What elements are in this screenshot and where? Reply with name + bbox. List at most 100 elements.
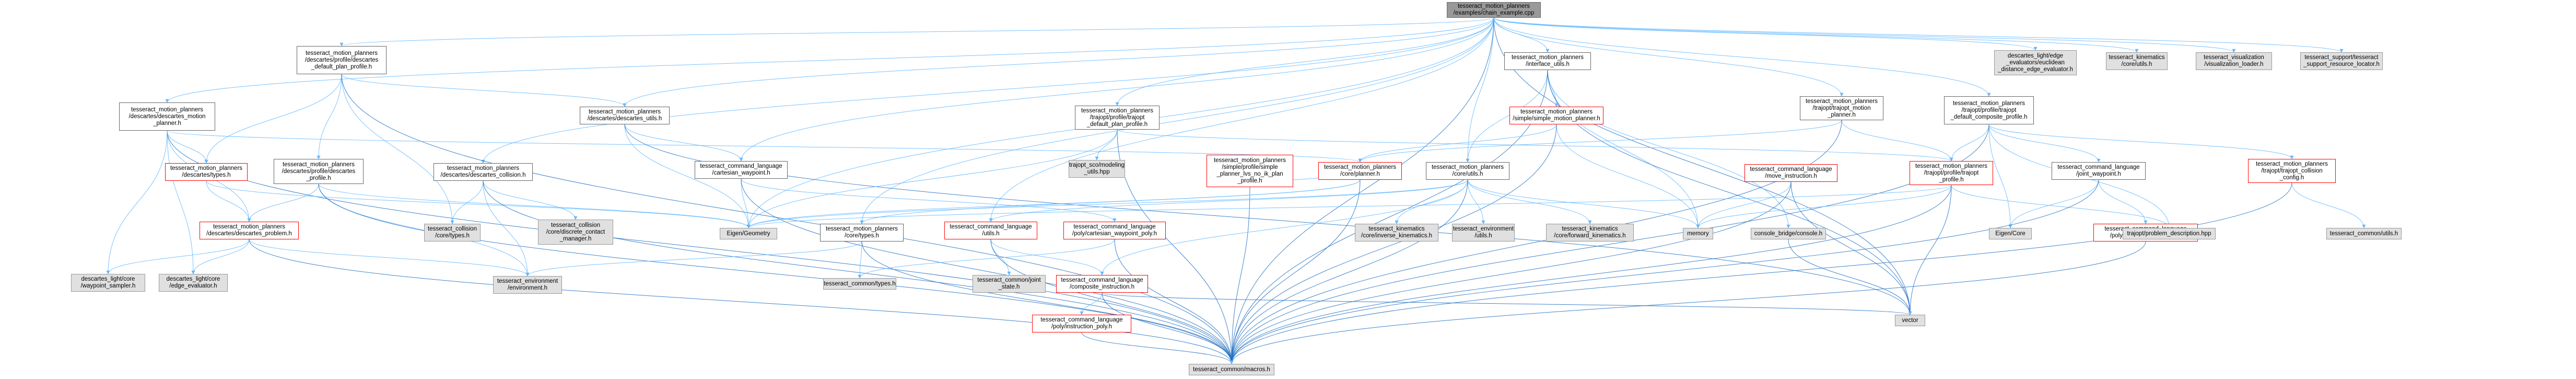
edge-cart_waypoint_poly-to-common_types: [858, 239, 1115, 279]
node-vector[interactable]: vector: [1895, 315, 1925, 326]
node-label-line: /trajopt/trajopt_motion: [1812, 105, 1871, 111]
node-label-line: tesseract_motion_planners: [1431, 164, 1504, 170]
edge-root-to-core_types: [860, 17, 1494, 224]
node-label-line: /core/inverse_kinematics.h: [1361, 233, 1433, 239]
edge-root-to-trajopt_default_plan: [1115, 17, 1494, 106]
node-label-line: _distance_edge_evaluator.h: [1998, 66, 2073, 73]
node-waypoint-sampler[interactable]: descartes_light/core/waypoint_sampler.h: [71, 274, 145, 292]
edge-desc_motion-to-edge_evaluator: [167, 130, 195, 274]
node-core-planner[interactable]: tesseract_motion_planners/core/planner.h: [1318, 162, 1402, 180]
node-coll-types[interactable]: tesseract_collision/core/types.h: [424, 224, 481, 242]
node-label-line: /core/discrete_contact: [546, 228, 605, 235]
node-label-line: /utils.h: [1474, 233, 1492, 239]
node-eigen-core[interactable]: Eigen/Core: [1989, 228, 2032, 239]
edge-root-to-res_locator: [1493, 17, 2344, 53]
node-label-line: _planner.h: [1828, 111, 1856, 118]
node-cl-utils[interactable]: tesseract_command_language/utils.h: [944, 222, 1037, 239]
edge-root-to-vector: [1493, 17, 1912, 315]
node-common-utils[interactable]: tesseract_common/utils.h: [2326, 228, 2402, 239]
node-label-line: _default_composite_profile.h: [1950, 113, 2028, 120]
edge-core_utils-to-eigen_geometry: [746, 179, 1468, 228]
edge-root-to-desc_utils: [623, 17, 1494, 107]
node-trajopt-collision-cfg[interactable]: tesseract_motion_planners/trajopt/trajop…: [2248, 159, 2336, 183]
node-root[interactable]: tesseract_motion_planners/examples/chain…: [1447, 2, 1541, 18]
node-desc-collision[interactable]: tesseract_motion_planners/descartes/desc…: [434, 163, 533, 181]
node-inverse-kin[interactable]: tesseract_kinematics/core/inverse_kinema…: [1355, 224, 1438, 242]
node-desc-types[interactable]: tesseract_motion_planners/descartes/type…: [165, 163, 248, 181]
node-edge-evaluator[interactable]: descartes_light/core/edge_evaluator.h: [159, 274, 228, 292]
node-coll-discrete[interactable]: tesseract_collision/core/discrete_contac…: [538, 220, 613, 245]
node-trajopt-default-plan[interactable]: tesseract_motion_planners/trajopt/profil…: [1075, 106, 1160, 130]
edge-desc_collision-to-coll_discrete: [483, 180, 578, 220]
node-label-line: tesseract_environment: [497, 278, 558, 284]
edge-desc_utils-to-vector: [624, 124, 1912, 315]
node-label-line: /visualization_loader.h: [2204, 61, 2264, 67]
edge-core_utils-to-memory: [1467, 179, 1700, 228]
node-forward-kin[interactable]: tesseract_kinematics/core/forward_kinema…: [1546, 224, 1634, 242]
node-console-bridge[interactable]: console_bridge/console.h: [1751, 228, 1826, 239]
node-core-types[interactable]: tesseract_motion_planners/core/types.h: [820, 224, 904, 242]
node-desc-motion[interactable]: tesseract_motion_planners/descartes/desc…: [119, 102, 215, 131]
node-env-environment[interactable]: tesseract_environment/environment.h: [493, 276, 562, 294]
node-trajopt-composite[interactable]: tesseract_motion_planners/trajopt/profil…: [1944, 96, 2034, 124]
edge-trajopt_collision_cfg-to-common_utils: [2291, 182, 2366, 228]
edge-desc_motion-to-waypoint_sampler: [106, 130, 168, 274]
node-desc-profile[interactable]: tesseract_motion_planners/descartes/prof…: [297, 46, 387, 74]
node-simple-lvs[interactable]: tesseract_motion_planners/simple/profile…: [1207, 155, 1293, 187]
node-desc-profile-h[interactable]: tesseract_motion_planners/descartes/prof…: [274, 159, 364, 184]
node-label-line: /simple/simple_motion_planner.h: [1513, 116, 1600, 122]
node-label-line: descartes_light/core: [81, 276, 135, 282]
node-problem-desc[interactable]: trajopt/problem_description.hpp: [2123, 228, 2216, 239]
edge-root-to-core_utils: [1466, 17, 1494, 163]
edge-joint_waypoint_poly-to-macros: [1230, 241, 2146, 364]
node-euclid[interactable]: descartes_light/edge_evaluators/euclidea…: [1994, 50, 2077, 75]
node-label-line: /descartes/profile/descartes: [305, 56, 379, 63]
edge-desc_problem-to-edge_evaluator: [191, 239, 250, 274]
node-label-line: /utils.h: [982, 231, 1000, 237]
node-common-types[interactable]: tesseract_common/types.h: [823, 278, 896, 290]
node-memory[interactable]: memory: [1683, 228, 1713, 239]
edge-trajopt_composite-to-trajopt_profile: [1949, 124, 1989, 162]
node-label-line: tesseract_common/joint: [977, 277, 1041, 283]
node-label-line: tesseract_command_language: [1061, 277, 1143, 283]
node-macros[interactable]: tesseract_common/macros.h: [1189, 364, 1274, 375]
node-core-utils[interactable]: tesseract_motion_planners/core/utils.h: [1426, 162, 1509, 180]
node-instruction-poly[interactable]: tesseract_command_language/poly/instruct…: [1032, 315, 1131, 332]
node-eigen-geometry[interactable]: Eigen/Geometry: [720, 228, 777, 239]
node-label-line: tesseract_motion_planners: [1081, 107, 1154, 114]
edge-root-to-trajopt_composite: [1493, 17, 1991, 97]
node-label-line: /poly/instruction_poly.h: [1051, 324, 1113, 330]
node-vis-loader[interactable]: tesseract_visualization/visualization_lo…: [2196, 52, 2272, 70]
edge-move_instruction-to-memory: [1696, 181, 1792, 228]
node-simple-motion[interactable]: tesseract_motion_planners/simple/simple_…: [1509, 107, 1603, 124]
edge-desc_problem-to-waypoint_sampler: [106, 239, 250, 274]
node-cart-waypoint[interactable]: tesseract_command_language/cartesian_way…: [695, 161, 788, 179]
node-cart-waypoint-poly[interactable]: tesseract_command_language/poly/cartesia…: [1063, 222, 1166, 239]
edge-trajopt_collision_cfg-to-macros: [1230, 182, 2292, 364]
node-move-instruction[interactable]: tesseract_command_language/move_instruct…: [1744, 164, 1837, 182]
node-label-line: tesseract_motion_planners: [213, 224, 286, 230]
edge-desc_types-to-desc_problem: [206, 180, 251, 222]
node-common-joint-state[interactable]: tesseract_common/joint_state.h: [973, 275, 1046, 293]
edge-core_types-to-env_environment: [525, 241, 862, 277]
node-label-line: tesseract_motion_planners: [447, 165, 520, 171]
node-composite-instruction[interactable]: tesseract_command_language/composite_ins…: [1056, 275, 1148, 293]
node-joint-waypoint[interactable]: tesseract_command_language/joint_waypoin…: [2052, 162, 2146, 180]
node-trajopt-modeling[interactable]: trajopt_sco/modeling_utils.hpp: [1069, 160, 1125, 178]
node-env-utils[interactable]: tesseract_environment/utils.h: [1452, 224, 1515, 242]
node-label-line: tesseract_kinematics: [1562, 226, 1618, 232]
node-desc-utils[interactable]: tesseract_motion_planners/descartes/desc…: [580, 107, 670, 124]
node-label-line: tesseract_motion_planners: [305, 50, 378, 56]
node-kin-utils[interactable]: tesseract_kinematics/core/utils.h: [2106, 52, 2168, 70]
node-trajopt-motion[interactable]: tesseract_motion_planners/trajopt/trajop…: [1800, 96, 1883, 120]
node-label-line: /core/utils.h: [2121, 61, 2152, 67]
node-desc-problem[interactable]: tesseract_motion_planners/descartes/desc…: [200, 222, 299, 239]
node-label-line: trajopt_sco/modeling: [1069, 162, 1125, 168]
node-interface-utils[interactable]: tesseract_motion_planners/interface_util…: [1504, 52, 1591, 70]
node-label-line: tesseract_motion_planners: [1324, 164, 1397, 170]
node-label-line: tesseract_command_language: [2057, 164, 2140, 170]
edge-core_planner-to-macros: [1230, 179, 1361, 364]
node-label-line: _planner.h: [153, 120, 181, 127]
node-trajopt-profile[interactable]: tesseract_motion_planners/trajopt/profil…: [1910, 161, 1993, 185]
node-res-locator[interactable]: tesseract_support/tesseract_support_reso…: [2300, 52, 2383, 70]
